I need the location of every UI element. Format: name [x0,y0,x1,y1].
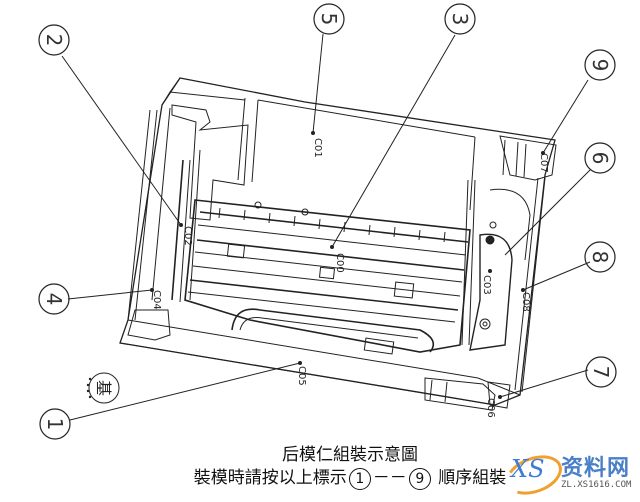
part-label-c05: C05 [296,366,307,386]
core-insert [171,149,531,355]
base-symbol-ring [88,372,120,404]
callout-5 [313,3,345,35]
callout-2 [38,24,70,56]
diagram-title: 后模仁組裝示意圖 [282,445,418,465]
callout-1 [39,408,71,440]
callout-6 [584,142,616,174]
callout-label-7: 7 [589,366,613,379]
callout-circles [38,3,617,440]
logo-url: ZL.XS1616.COM [561,480,632,490]
callout-label-1: 1 [43,418,67,431]
part-label-c03: C03 [481,275,492,295]
callout-9 [584,49,616,81]
callout-label-4: 4 [42,293,66,306]
instruction-to-num: 9 [408,467,431,490]
part-label-c04: C04 [151,290,162,310]
part-label-c06: C06 [485,398,496,418]
instruction-dash: －－ [372,468,407,488]
part-label-c02: C02 [182,226,193,246]
part-label-c07: C07 [538,153,549,173]
instruction-from-num: 1 [348,467,371,490]
callout-label-2: 2 [42,34,66,47]
leader-lines [61,33,591,421]
part-label-c08: C08 [520,292,531,312]
callout-3 [444,3,476,35]
base-symbol: 基 [94,380,113,396]
callout-8 [584,241,616,273]
instruction-prefix: 裝模時請按以上標示 [193,468,347,488]
logo-brand: 资料网 [561,456,631,481]
base-symbol-dots [86,377,92,399]
watermark-logo: XS 资料网 ZL.XS1616.COM [500,447,637,502]
callout-label-6: 6 [588,152,612,165]
part-label-c01: C01 [312,138,323,158]
callout-label-8: 8 [588,251,612,264]
logo-mark: XS [511,455,545,483]
callout-label-5: 5 [317,13,341,26]
part-label-c00: C00 [334,253,345,273]
callout-label-3: 3 [448,13,472,26]
base-plate [119,77,557,411]
instruction-suffix: 順序組裝 [438,468,507,488]
callout-4 [38,283,70,315]
callout-7 [585,356,617,388]
callout-label-9: 9 [588,59,612,72]
